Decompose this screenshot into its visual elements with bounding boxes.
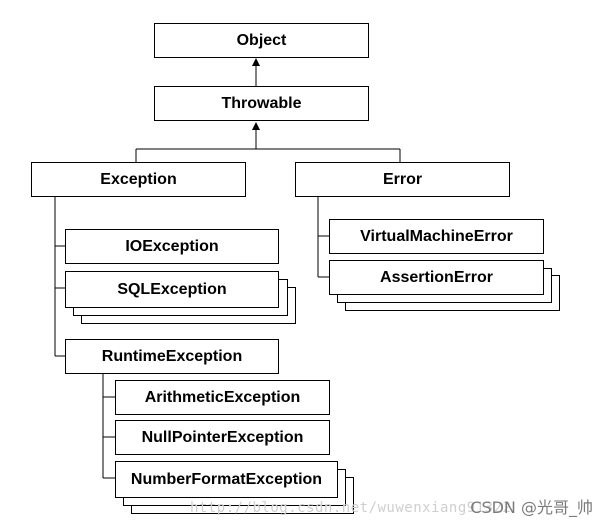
ioexception-node: IOException — [65, 229, 279, 264]
assertionerror-node: AssertionError — [329, 260, 544, 295]
watermark-credit: CSDN @光哥_帅 — [470, 498, 593, 517]
runtimeexception-node: RuntimeException — [65, 339, 279, 374]
sqlexception-node: SQLException — [65, 271, 279, 308]
exception-node: Exception — [31, 162, 246, 197]
virtualmachineerror-node: VirtualMachineError — [329, 219, 544, 254]
numberformatexception-node: NumberFormatException — [115, 461, 338, 498]
nullpointerexception-node: NullPointerException — [115, 420, 330, 455]
error-node: Error — [295, 162, 510, 197]
arithmeticexception-node: ArithmeticException — [115, 380, 330, 415]
throwable-node: Throwable — [154, 86, 369, 121]
object-node: Object — [154, 23, 369, 58]
watermark-url: http://blog.csdn.net/wuwenxiang91322 — [190, 500, 512, 516]
